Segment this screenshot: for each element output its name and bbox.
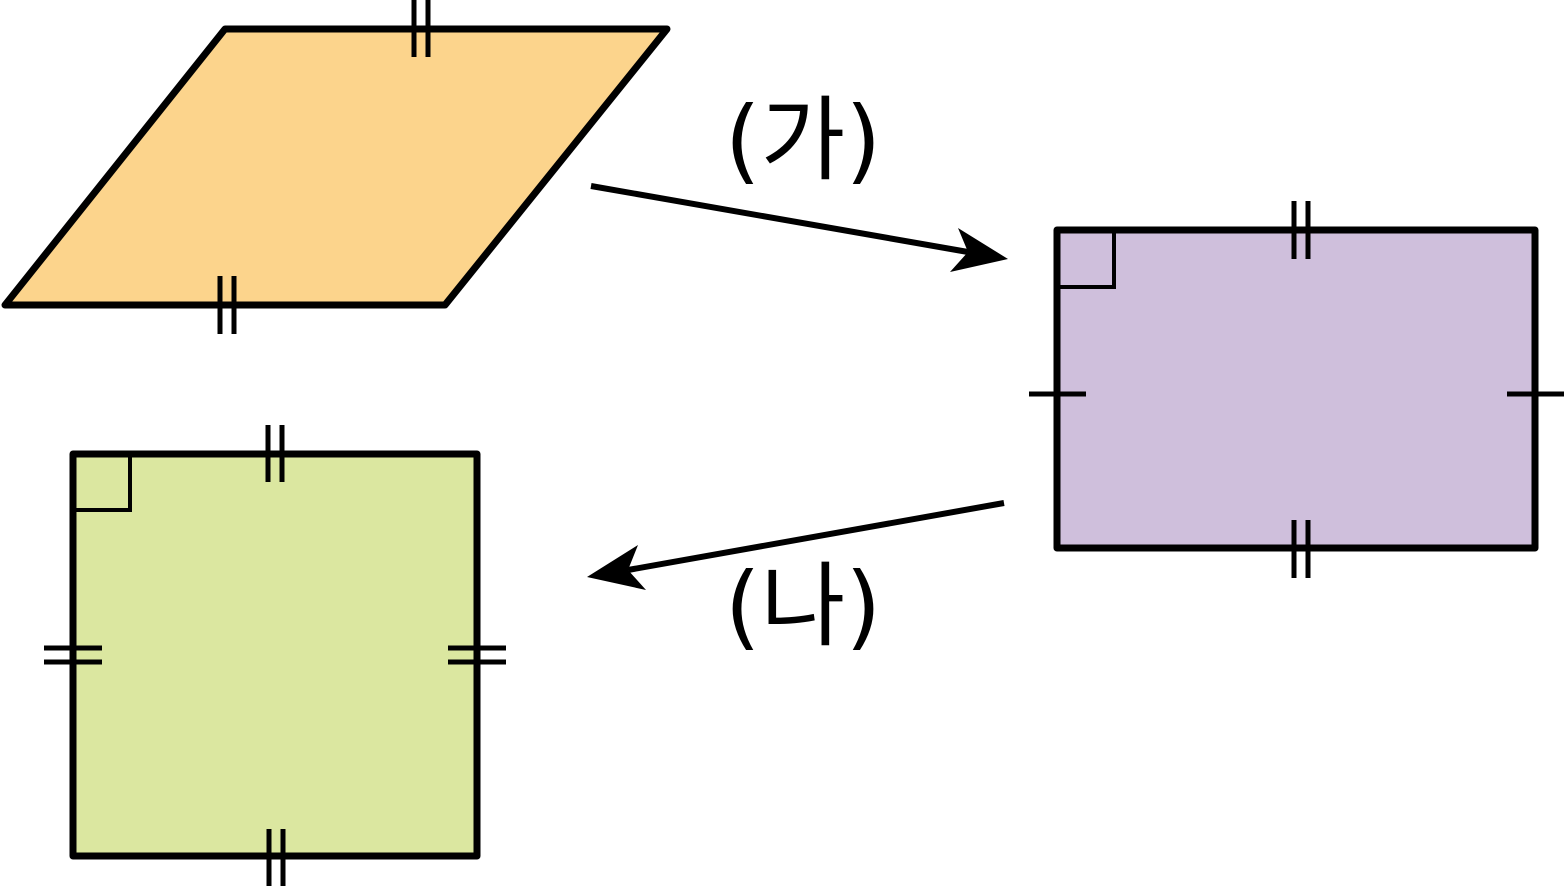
arrowhead-a	[950, 228, 1008, 272]
parallelogram-shape	[1, 25, 671, 309]
square-left-double-tick	[44, 645, 102, 665]
parallelogram	[1, 0, 671, 334]
arrow-step-b	[587, 500, 1005, 590]
parallelogram-top-double-tick	[411, 0, 431, 57]
parallelogram-bottom-double-tick	[217, 276, 237, 334]
rectangle-top-double-tick	[1291, 201, 1311, 259]
label-step-a: (가)	[725, 87, 881, 194]
rectangle	[1029, 201, 1564, 578]
arrow-step-a	[590, 183, 1008, 272]
square-right-angle-mark	[75, 456, 132, 512]
square-top-double-tick	[265, 425, 285, 482]
rectangle-bottom-double-tick	[1291, 520, 1311, 578]
square-right-double-tick	[448, 645, 506, 665]
square-bottom-double-tick	[266, 829, 286, 886]
rectangle-right-angle-mark	[1059, 232, 1116, 289]
square-shape	[69, 450, 481, 860]
square	[44, 425, 506, 886]
rectangle-shape	[1053, 226, 1539, 552]
arrowhead-b	[587, 545, 646, 590]
label-step-b: (나)	[725, 553, 881, 660]
